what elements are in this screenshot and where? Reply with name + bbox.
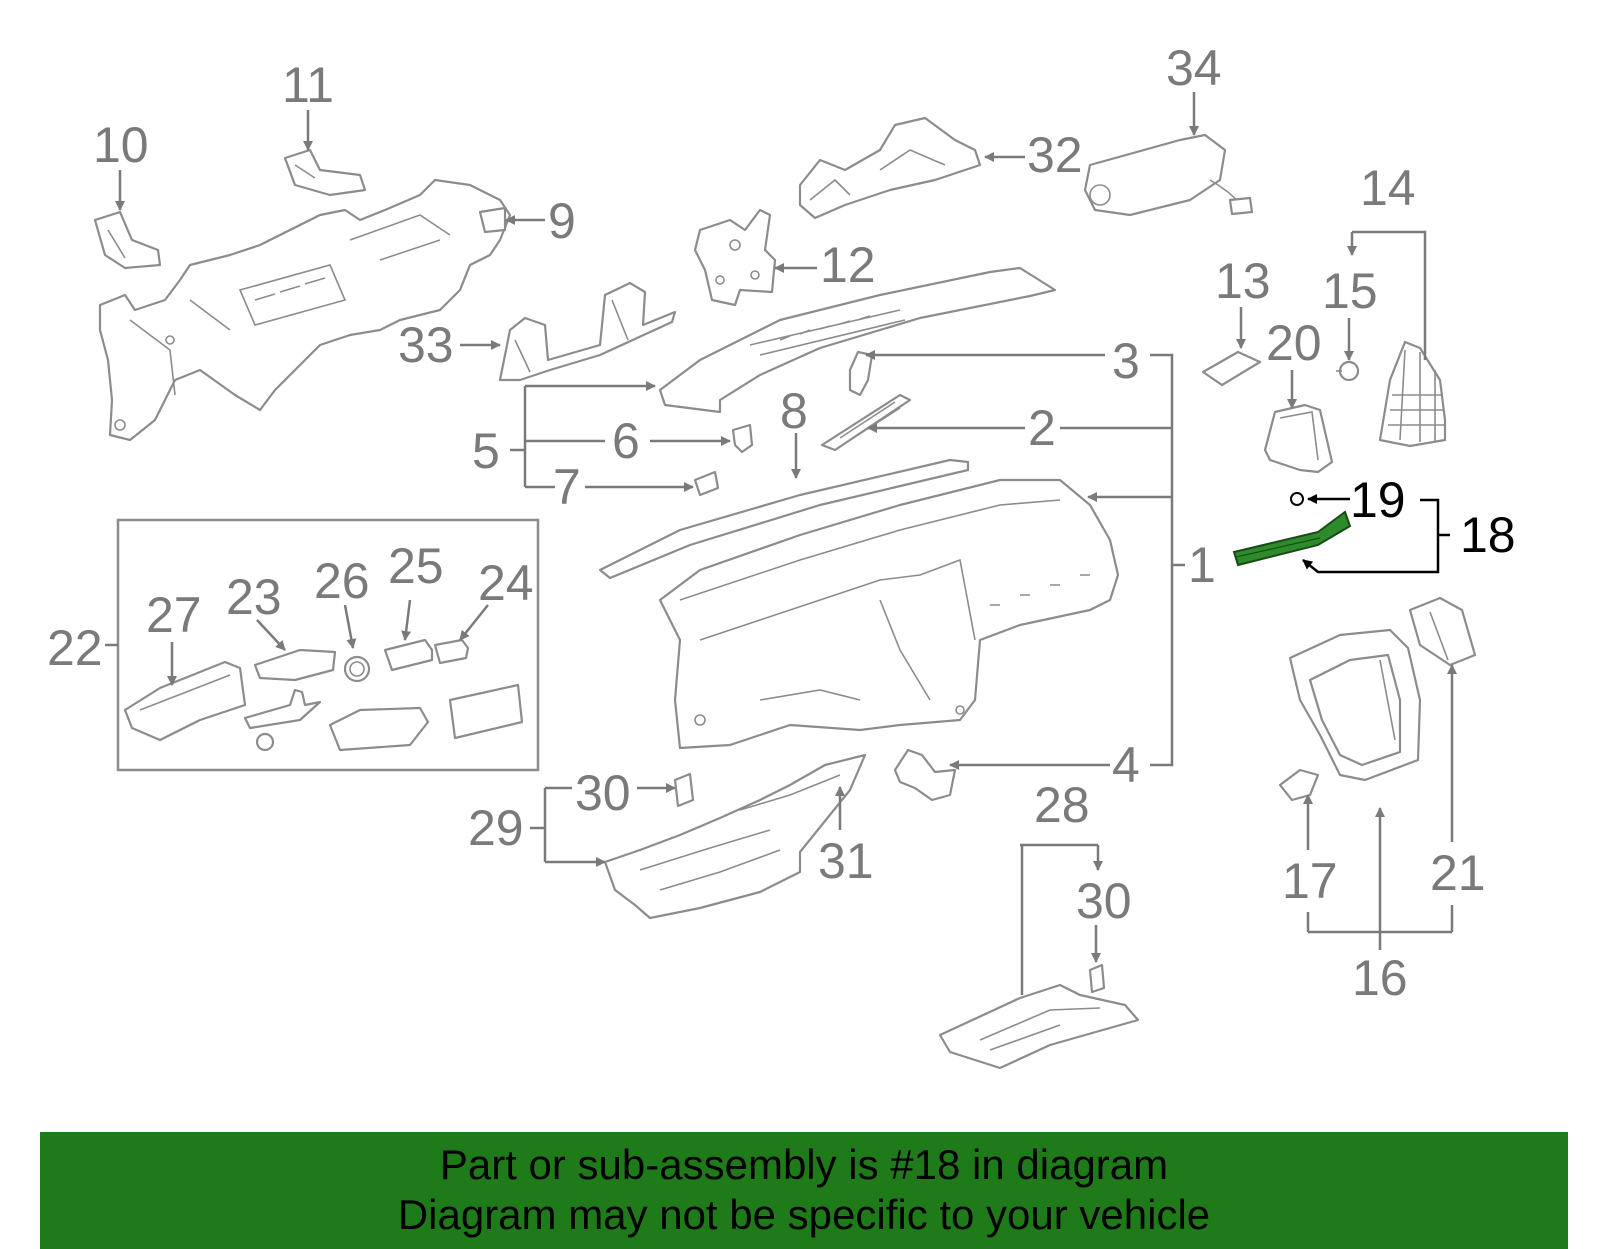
callout-28: 28: [1034, 777, 1090, 833]
part-13-clip: [1201, 350, 1262, 387]
callout-24: 24: [478, 555, 534, 611]
callout-19: 19: [1350, 472, 1406, 528]
part-29-knee-bolster: [603, 753, 867, 920]
part-17-clip: [1278, 768, 1320, 802]
callout-6: 6: [612, 413, 640, 469]
part-1-instrument-panel: [658, 478, 1120, 750]
callout-33: 33: [398, 317, 454, 373]
part-20-vent: [1263, 403, 1334, 474]
part-9-carrier-frame: [98, 178, 512, 442]
callout-14: 14: [1360, 160, 1416, 216]
part-5-defroster-duct: [658, 266, 1057, 414]
callout-16: 16: [1352, 950, 1408, 1006]
callout-29: 29: [468, 800, 524, 856]
callout-17: 17: [1282, 853, 1338, 909]
part-11-bracket: [283, 148, 367, 197]
part-30-clip-lower: [1088, 963, 1106, 994]
callout-30: 30: [575, 765, 631, 821]
callout-22: 22: [47, 620, 103, 676]
callout-15: 15: [1322, 263, 1378, 319]
callout-25: 25: [388, 538, 444, 594]
callout-3: 3: [1112, 333, 1140, 389]
part-30-clip: [673, 772, 695, 808]
part-33-duct: [498, 281, 677, 382]
callout-21: 21: [1430, 845, 1486, 901]
callout-23: 23: [226, 569, 282, 625]
part-18-trim-strip: [1232, 492, 1352, 567]
callout-31: 31: [818, 833, 874, 889]
group-22-box: [116, 518, 540, 772]
callout-1: 1: [1188, 537, 1216, 593]
info-banner: Part or sub-assembly is #18 in diagram D…: [40, 1132, 1568, 1249]
part-10-bracket: [93, 210, 162, 270]
banner-line-1: Part or sub-assembly is #18 in diagram: [439, 1141, 1169, 1188]
callout-9: 9: [548, 193, 576, 249]
part-8-trim-strip: [598, 458, 970, 580]
banner-line-2: Diagram may not be specific to your vehi…: [397, 1191, 1211, 1238]
part-16-console-bezel: [1288, 628, 1422, 782]
part-14-end-cap: [1378, 340, 1447, 448]
callout-20: 20: [1266, 315, 1322, 371]
callout-27: 27: [146, 587, 202, 643]
callout-10: 10: [93, 117, 149, 173]
callout-18: 18: [1460, 507, 1516, 563]
part-3-bracket: [848, 350, 874, 397]
callout-2: 2: [1028, 400, 1056, 456]
part-7-clip: [693, 470, 720, 497]
part-21-trim: [1408, 596, 1477, 667]
callout-12: 12: [820, 237, 876, 293]
callout-26: 26: [314, 553, 370, 609]
callout-30-lower: 30: [1076, 873, 1132, 929]
callout-labels: 1 2 3 4 5 6 7 8 9 10 11 12 13 14 15 16 1…: [47, 40, 1516, 1006]
part-15-fastener: [1336, 360, 1360, 382]
part-6-clip: [731, 423, 754, 454]
leader-lines: [105, 92, 1457, 995]
part-4-bracket: [893, 748, 957, 802]
callout-5: 5: [472, 423, 500, 479]
part-2-speaker-grille: [820, 393, 912, 452]
callout-32: 32: [1027, 127, 1083, 183]
part-32-bracket: [798, 116, 982, 220]
callout-7: 7: [553, 459, 581, 515]
part-34-airbag-module: [1083, 133, 1254, 217]
callout-11: 11: [282, 57, 334, 113]
callout-13: 13: [1215, 253, 1271, 309]
part-12-mount-bracket: [693, 208, 777, 307]
callout-34: 34: [1166, 40, 1222, 96]
part-28-storage-tray: [938, 983, 1140, 1070]
callout-8: 8: [780, 383, 808, 439]
callout-4: 4: [1112, 737, 1140, 793]
